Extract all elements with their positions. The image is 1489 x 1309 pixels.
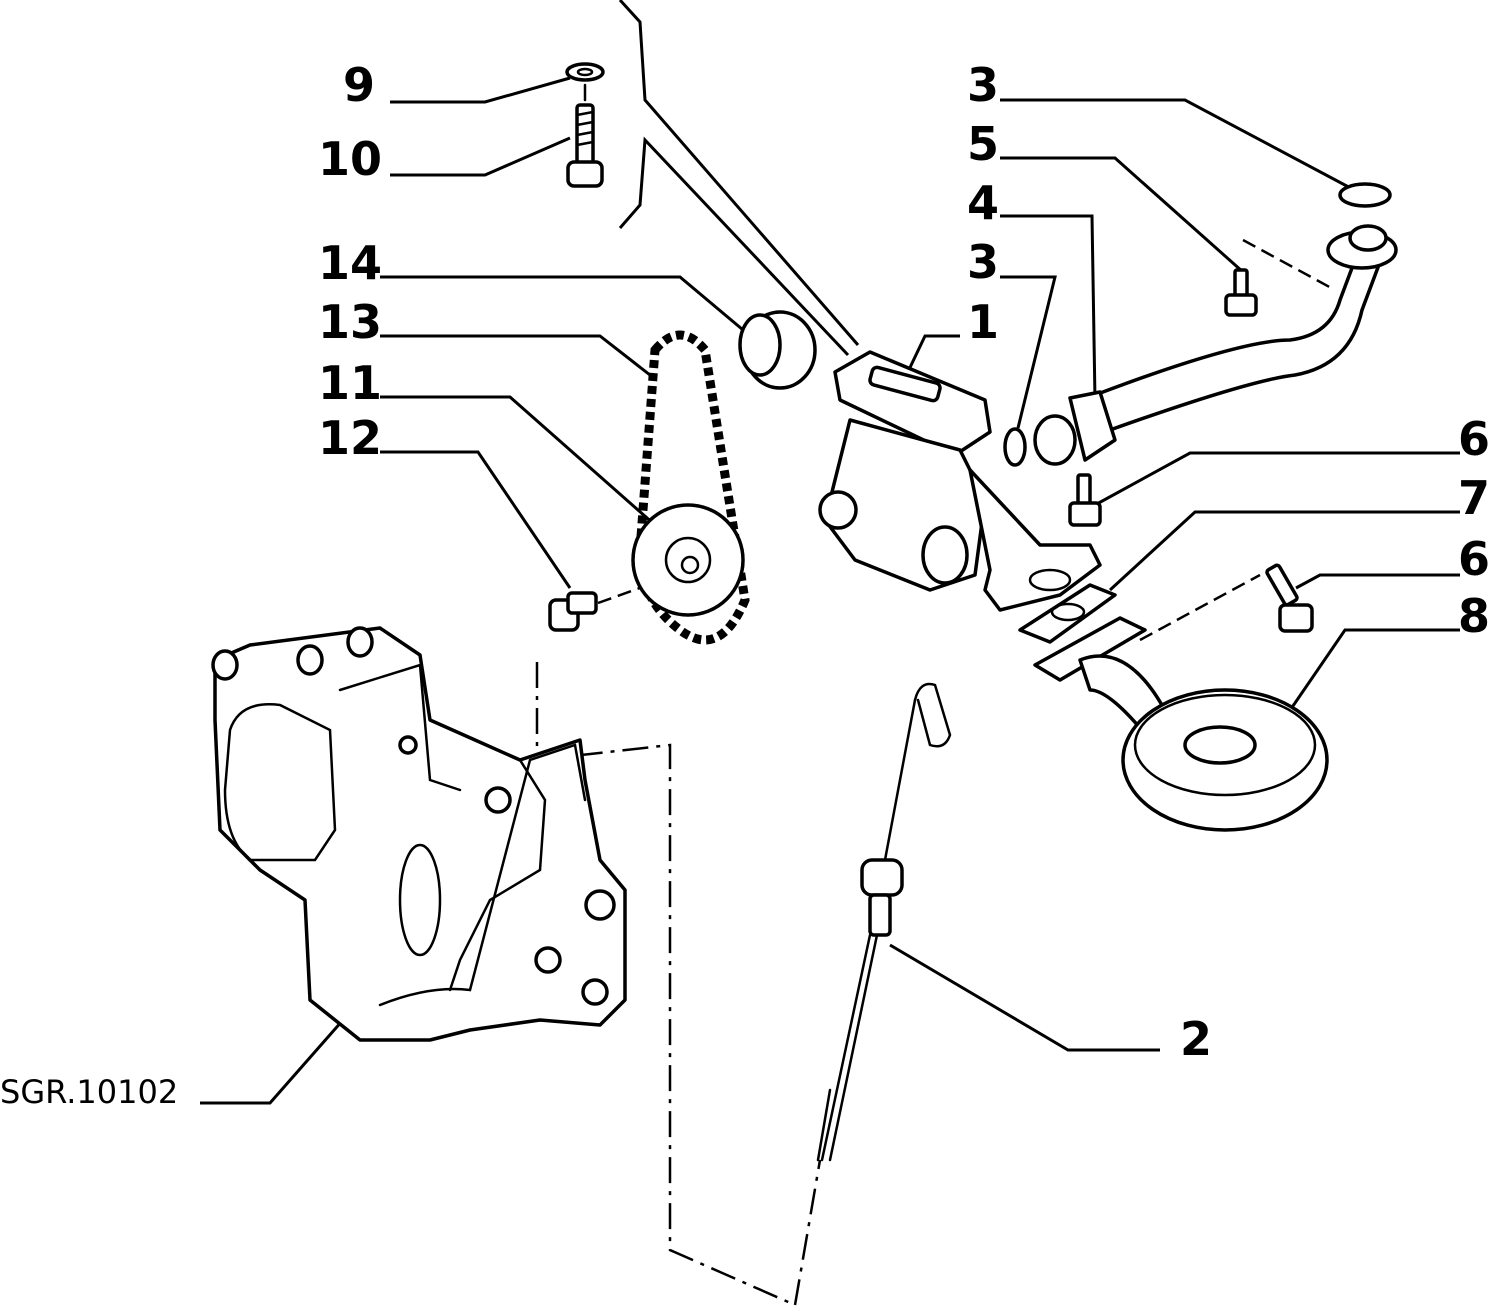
callout-10: 10 bbox=[318, 132, 382, 186]
callout-5: 5 bbox=[967, 117, 999, 171]
dipstick-part-2 bbox=[816, 682, 952, 1162]
oil-pump-part-1 bbox=[818, 350, 1102, 612]
washer-part-9 bbox=[565, 62, 605, 82]
sprocket-ring-part-14 bbox=[738, 310, 817, 390]
callout-12: 12 bbox=[318, 411, 382, 465]
callout-6-upper: 6 bbox=[1458, 412, 1489, 466]
callout-11: 11 bbox=[318, 356, 382, 410]
dashdot-cover bbox=[535, 662, 796, 1307]
leader-6b bbox=[1295, 573, 1460, 590]
drawing-code: SGR.10102 bbox=[0, 1073, 178, 1111]
leader-14 bbox=[380, 275, 756, 342]
leader-lines bbox=[200, 0, 1460, 1105]
callout-13: 13 bbox=[318, 295, 382, 349]
leader-13 bbox=[380, 334, 651, 377]
callout-labels: 9 10 14 13 11 12 3 5 4 3 1 6 7 6 8 2 SGR… bbox=[0, 58, 1489, 1111]
callout-3-top: 3 bbox=[967, 58, 999, 112]
o-ring-part-3a bbox=[1338, 182, 1392, 208]
leader-11 bbox=[380, 395, 656, 527]
leader-8 bbox=[1280, 628, 1460, 723]
leader-4 bbox=[1000, 214, 1097, 401]
callout-6-lower: 6 bbox=[1458, 532, 1489, 586]
leader-5 bbox=[1000, 156, 1244, 274]
leader-7 bbox=[1108, 510, 1460, 592]
dashdot-dipstick bbox=[793, 1159, 822, 1306]
leader-top-2 bbox=[618, 136, 850, 357]
leader-6a bbox=[1094, 451, 1460, 507]
leader-top-1 bbox=[618, 0, 860, 346]
bolt-part-10 bbox=[566, 103, 604, 188]
gasket-part-7 bbox=[1018, 583, 1117, 644]
callout-14: 14 bbox=[318, 236, 382, 290]
leader-10 bbox=[390, 136, 571, 177]
timing-cover bbox=[211, 626, 627, 1042]
dash-5-pipe bbox=[1242, 238, 1336, 292]
leader-2 bbox=[889, 943, 1160, 1052]
bolt-part-6a bbox=[1068, 473, 1102, 527]
screw-part-12 bbox=[548, 591, 598, 632]
callout-3-mid: 3 bbox=[967, 235, 999, 289]
leader-9 bbox=[390, 76, 571, 104]
chain-part-13 bbox=[635, 330, 750, 645]
leader-12 bbox=[380, 450, 572, 589]
dash-6-pipe bbox=[1139, 573, 1261, 642]
callout-7: 7 bbox=[1458, 471, 1489, 525]
o-ring-part-3b bbox=[1003, 427, 1027, 467]
callout-2: 2 bbox=[1180, 1012, 1212, 1066]
pipe-part-4 bbox=[1033, 224, 1398, 466]
bolt-part-6b bbox=[1265, 563, 1314, 633]
leader-3a bbox=[1000, 98, 1359, 194]
leader-1 bbox=[903, 334, 960, 379]
strainer-part-8 bbox=[1033, 616, 1329, 832]
leader-code bbox=[200, 1011, 352, 1105]
callout-9: 9 bbox=[343, 58, 375, 112]
bolt-part-5 bbox=[1224, 268, 1258, 317]
callout-1: 1 bbox=[967, 295, 999, 349]
leader-3b bbox=[1000, 275, 1057, 429]
callout-4: 4 bbox=[967, 176, 999, 230]
callout-8: 8 bbox=[1458, 589, 1489, 643]
sprocket-part-11 bbox=[631, 503, 745, 617]
